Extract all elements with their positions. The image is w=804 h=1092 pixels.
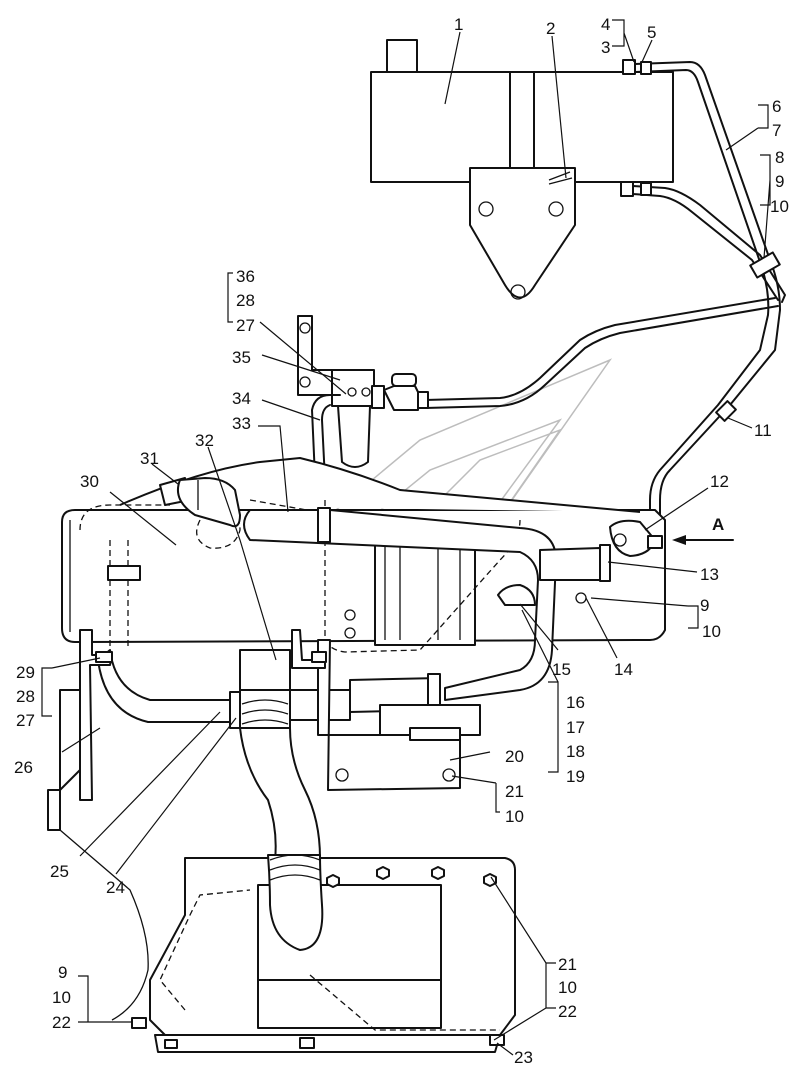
fuel-lines: [424, 61, 786, 541]
callout-12: 12: [710, 472, 729, 491]
callout-35: 35: [232, 348, 251, 367]
view-arrow: A: [672, 515, 734, 545]
callout-28b: 28: [16, 687, 35, 706]
callout-10d: 10: [52, 988, 71, 1007]
callout-22b: 22: [558, 1002, 577, 1021]
upper-hose: [243, 507, 663, 701]
callout-17: 17: [566, 718, 585, 737]
callout-11: 11: [754, 421, 772, 440]
callout-20: 20: [505, 747, 524, 766]
callout-27b: 27: [16, 711, 35, 730]
callout-3: 3: [601, 38, 610, 57]
callout-9a: 9: [775, 172, 784, 191]
callout-24: 24: [106, 878, 125, 897]
callout-34: 34: [232, 389, 251, 408]
callout-6: 6: [772, 97, 781, 116]
callout-9b: 9: [700, 596, 709, 615]
callout-1: 1: [454, 15, 463, 34]
callout-9c: 9: [58, 963, 67, 982]
callout-5: 5: [647, 23, 656, 42]
left-hose: [176, 477, 241, 528]
callout-10a: 10: [770, 197, 789, 216]
lower-tank: [131, 854, 516, 1053]
callout-15: 15: [552, 660, 571, 679]
pump-bracket: [291, 629, 481, 791]
leader-lines: [41, 19, 771, 1056]
callout-25: 25: [50, 862, 69, 881]
callout-21b: 21: [558, 955, 577, 974]
callout-10c: 10: [505, 807, 524, 826]
fuel-tank: [370, 39, 674, 300]
callout-31: 31: [140, 449, 159, 468]
callout-27a: 27: [236, 316, 255, 335]
callout-28a: 28: [236, 291, 255, 310]
callout-26: 26: [14, 758, 33, 777]
callout-30: 30: [80, 472, 99, 491]
callout-8: 8: [775, 148, 784, 167]
callout-19: 19: [566, 767, 585, 786]
callout-32: 32: [195, 431, 214, 450]
callout-16: 16: [566, 693, 585, 712]
callout-2: 2: [546, 19, 555, 38]
filter-assembly: [297, 315, 429, 501]
callout-33: 33: [232, 414, 251, 433]
callout-14: 14: [614, 660, 633, 679]
callout-18: 18: [566, 742, 585, 761]
callout-7: 7: [772, 121, 781, 140]
view-label: A: [712, 515, 724, 534]
callout-4: 4: [601, 15, 610, 34]
callout-36: 36: [236, 267, 255, 286]
callout-10e: 10: [558, 978, 577, 997]
callout-23: 23: [514, 1048, 533, 1067]
callout-21a: 21: [505, 782, 524, 801]
callouts: 1 2 4 3 5 6 7 8 9 10 11 12 13 9 10 14 15…: [14, 15, 789, 1067]
callout-29: 29: [16, 663, 35, 682]
callout-10b: 10: [702, 622, 721, 641]
callout-22a: 22: [52, 1013, 71, 1032]
callout-13: 13: [700, 565, 719, 584]
left-bracket: [47, 629, 149, 1021]
